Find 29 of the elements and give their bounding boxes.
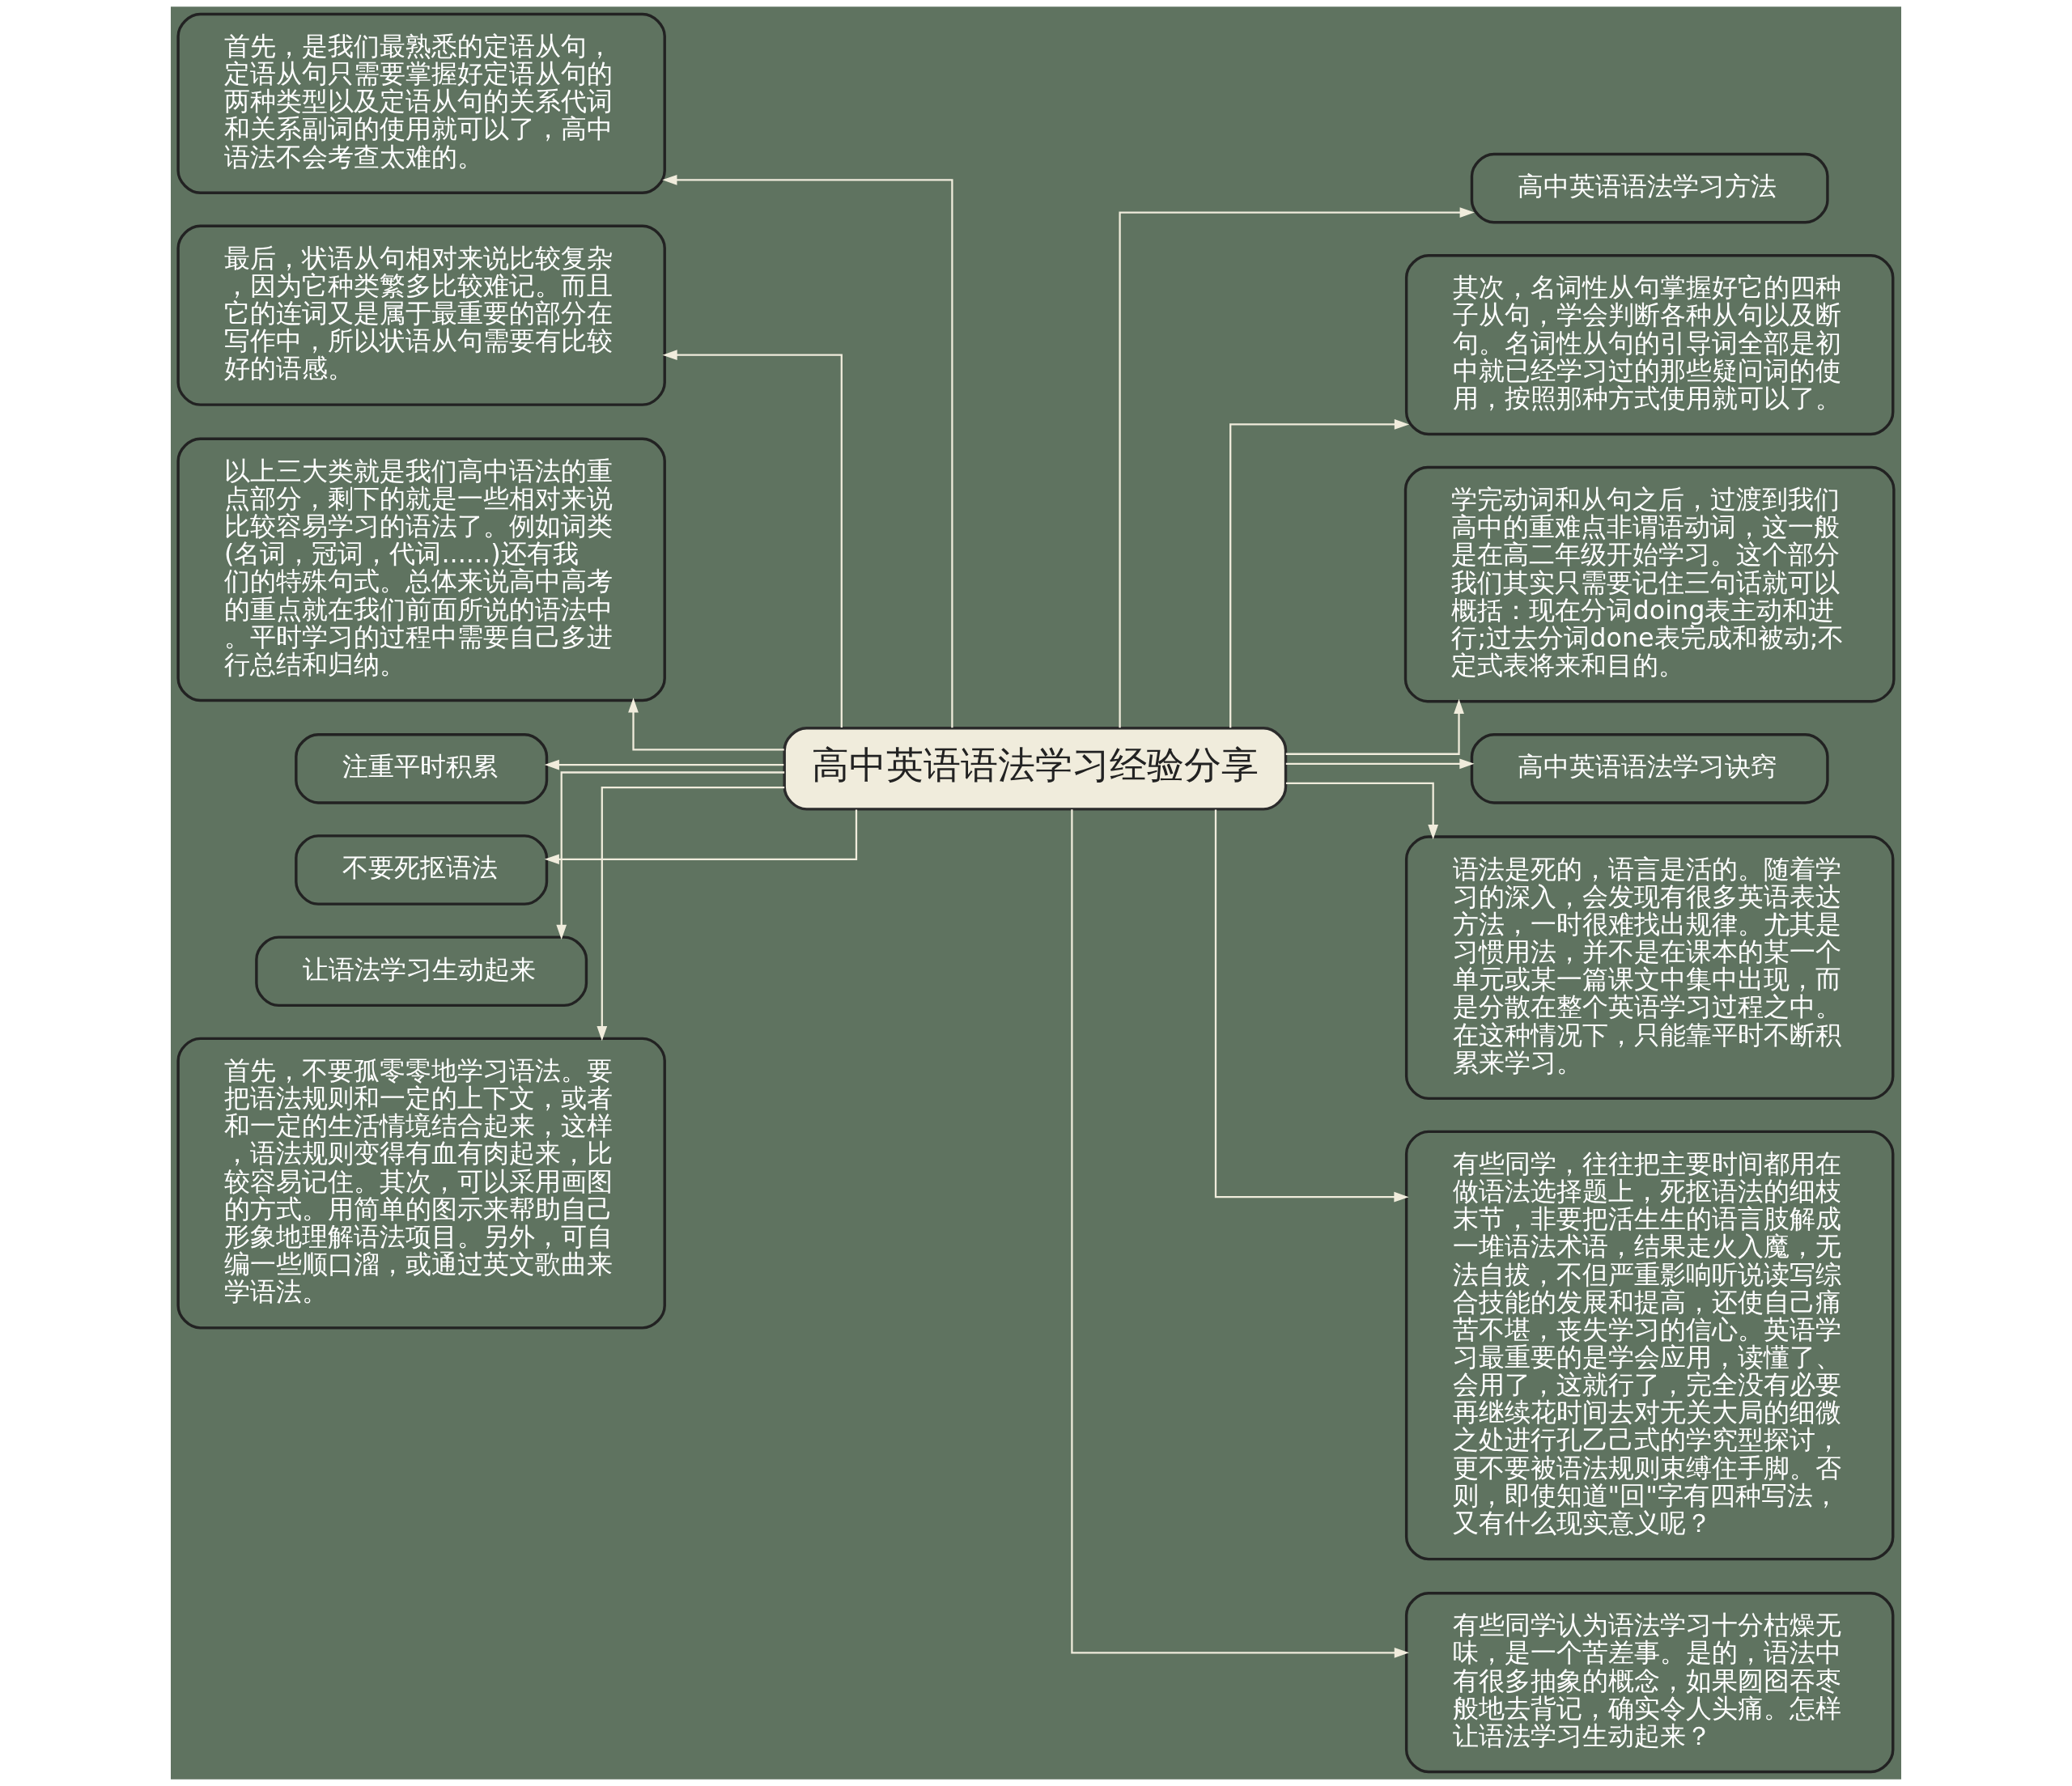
arrow xyxy=(1285,698,1464,755)
node-box: 其次，名词性从句掌握好它的四种子从句，学会判断各种从句以及断句。名词性从句的引导词全部是初中就已经学习过的那些疑问词的使用，按照那种方式使用就可以了。 xyxy=(1404,254,1895,436)
node-box: 以上三大类就是我们高中语法的重点部分，剩下的就是一些相对来说比较容易学习的语法了。例如词类(名词，冠词，代词......)还有我们的特殊句式。总体来说高中高考的重点就在我们前面所说的语法中。平时学习的过程中需要自己多进行总结和归纳。 xyxy=(176,437,666,702)
arrow xyxy=(597,787,785,1041)
arrow xyxy=(556,771,785,940)
arrow xyxy=(662,174,953,728)
arrow xyxy=(662,350,843,728)
arrow xyxy=(1119,207,1475,728)
node-box: 让语法学习生动起来 xyxy=(255,935,588,1008)
arrow xyxy=(1071,809,1409,1658)
node-box: 首先，不要孤零零地学习语法。要把语法规则和一定的上下文，或者和一定的生活情境结合起来，这样，语法规则变得有血有肉起来，比较容易记住。其次，可以采用画图的方式。用简单的图示来帮助自己形象地理解语法项目。另外，可自编一些顺口溜，或通过英文歌曲来学语法。 xyxy=(176,1037,666,1330)
node-box: 语法是死的，语言是活的。随着学习的深入，会发现有很多英语表达方法，一时很难找出规律。尤其是习惯用法，并不是在课本的某一个单元或某一篇课文中集中出现，而是分散在整个英语学习过程之中。在这种情况下，只能靠平时不断积累来学习。 xyxy=(1404,835,1895,1101)
node-box: 最后，状语从句相对来说比较复杂，因为它种类繁多比较难记。而且它的连词又是属于最重要的部分在写作中，所以状语从句需要有比较好的语感。 xyxy=(176,224,666,406)
node-box: 首先，是我们最熟悉的定语从句，定语从句只需要掌握好定语从句的两种类型以及定语从句的关系代词和关系副词的使用就可以了，高中语法不会考查太难的。 xyxy=(176,12,666,194)
arrow xyxy=(1214,809,1409,1203)
arrow xyxy=(628,698,784,751)
node-box: 注重平时积累 xyxy=(295,733,549,804)
node-box: 有些同学，往往把主要时间都用在做语法选择题上，死抠语法的细枝末节，非要把活生生的语言肢解成一堆语法术语，结果走火入魔，无法自拔，不但严重影响听说读写综合技能的发展和提高，还使自己痛苦不堪，丧失学习的信心。英语学习最重要的是学会应用，读懂了、会用了，这就行了，完全没有必要再继续花时间去对无关大局的细微之处进行孔乙己式的学究型探讨，更不要被语法规则束缚住手脚。否则，即使知道"回"字有四种写法，又有什么现实意义呢？ xyxy=(1404,1130,1895,1561)
node-box: 学完动词和从句之后，过渡到我们高中的重难点非谓语动词，这一般是在高二年级开始学习。这个部分我们其实只需要记住三句话就可以概括：现在分词doing表主动和进行;过去分词done表完成和被动;不定式表将来和目的。 xyxy=(1403,465,1896,703)
arrow xyxy=(544,809,858,865)
arrow xyxy=(1285,758,1475,770)
arrow xyxy=(544,759,784,770)
node-box: 高中英语语法学习经验分享 xyxy=(783,727,1288,811)
node-box: 高中英语语法学习方法 xyxy=(1470,152,1829,224)
arrow xyxy=(1285,782,1439,840)
node-box: 不要死抠语法 xyxy=(295,834,549,906)
node-box: 有些同学认为语法学习十分枯燥无味，是一个苦差事。是的，语法中有很多抽象的概念，如果囫囵吞枣般地去背记，确实令人头痛。怎样让语法学习生动起来？ xyxy=(1404,1592,1895,1774)
node-box: 高中英语语法学习诀窍 xyxy=(1470,733,1829,804)
arrow xyxy=(1229,419,1410,728)
